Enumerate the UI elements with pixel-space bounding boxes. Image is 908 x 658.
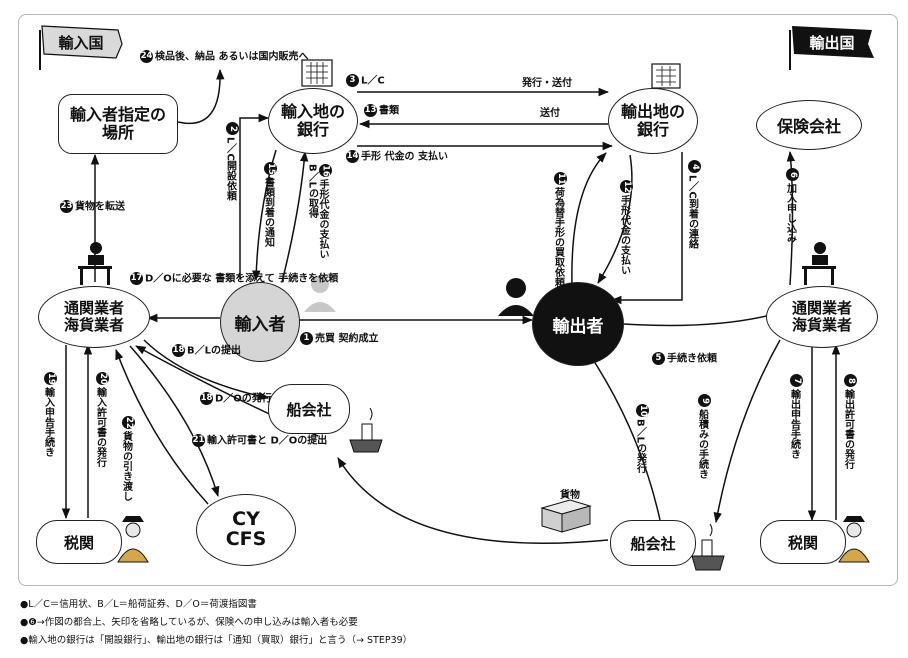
person-icon [304,275,534,316]
bank-building-icon [301,59,681,89]
step-13-send-label: 送付 [540,108,560,119]
step-4-label: 4L／C到着の連絡 [686,160,701,249]
arrow-21 [129,345,220,498]
export-customs-node: 税関 [760,520,846,564]
cy-cfs-node: CY CFS [196,494,296,566]
arrow-ship [337,457,609,545]
note-2: ●❻→作図の都合上、矢印を省略しているが、保険への申し込みは輸入者も必要 [20,617,358,628]
arrow-22 [115,349,209,505]
designated-place-box: 輸入者指定の 場所 [58,94,178,154]
step-2-label: 2L／C開設依頼 [224,122,239,201]
arrow-2 [239,113,270,278]
insurance-company-node: 保険会社 [756,100,862,150]
step-6-label: 6加入申し込み [784,168,799,243]
exporter-node: 輸出者 [532,282,624,366]
import-customs-node: 税関 [36,520,122,564]
step-8-label: 8輸出許可書の発行 [842,374,857,469]
note-1: ●L／C＝信用状、B／L＝船荷証券、D／O＝荷渡指図書 [20,599,257,610]
arrow-9 [713,339,781,524]
ship-icon [349,407,725,571]
export-country-flag: 輸出国 [809,33,855,52]
flag-icon [39,25,874,70]
arrow-24 [177,68,225,125]
customs-officer-icon [117,516,870,563]
arrow-5 [623,310,784,327]
step-15-label: 15書類到着の通知 [262,162,277,247]
step-20-label: 20輸入許可書の発行 [94,372,109,467]
desk-clerk-icon [78,242,836,285]
cargo-label: 貨物 [560,490,580,501]
arrow-16 [281,150,309,283]
export-bank-node: 輸出地の 銀行 [608,88,698,154]
step-11-label: 11荷為替手形の買取依頼 [552,172,567,287]
export-broker-node: 通関業者 海貨業者 [766,286,878,348]
step-19-label: 19輸入申告手続き [42,372,57,457]
diagram-frame [18,14,898,586]
step-3-send-label: 発行・送付 [522,78,572,89]
import-shipping-node: 船会社 [268,384,350,434]
arrow-18a [143,339,270,401]
step-9-label: 9船積みの手続き [696,394,711,479]
step-12-label: 12手形代金の支払い [618,180,633,275]
arrow-11 [571,152,607,286]
step-16-label: 16手形代金の支払い B／Lの取得 [306,164,332,259]
import-bank-node: 輸入地の 銀行 [268,88,358,154]
importer-node: 輸入者 [220,282,300,362]
arrow-12 [597,154,633,284]
import-country-flag: 輸入国 [58,33,104,52]
note-3: ●輸入地の銀行は「開設銀行」、輸出地の銀行は「通知（買取）銀行」と言う（→ ST… [20,635,413,646]
step-22-label: 22貨物の引き渡し [120,416,135,501]
import-broker-node: 通関業者 海貨業者 [38,286,150,348]
arrow-6 [786,150,796,286]
export-shipping-node: 船会社 [610,520,696,566]
step-7-label: 7輸出申告手続き [788,374,803,459]
cargo-box-icon [540,499,592,533]
arrow-10 [587,351,661,521]
step-10-label: 10B／Lの発行 [634,404,649,473]
arrow-4 [610,152,683,305]
